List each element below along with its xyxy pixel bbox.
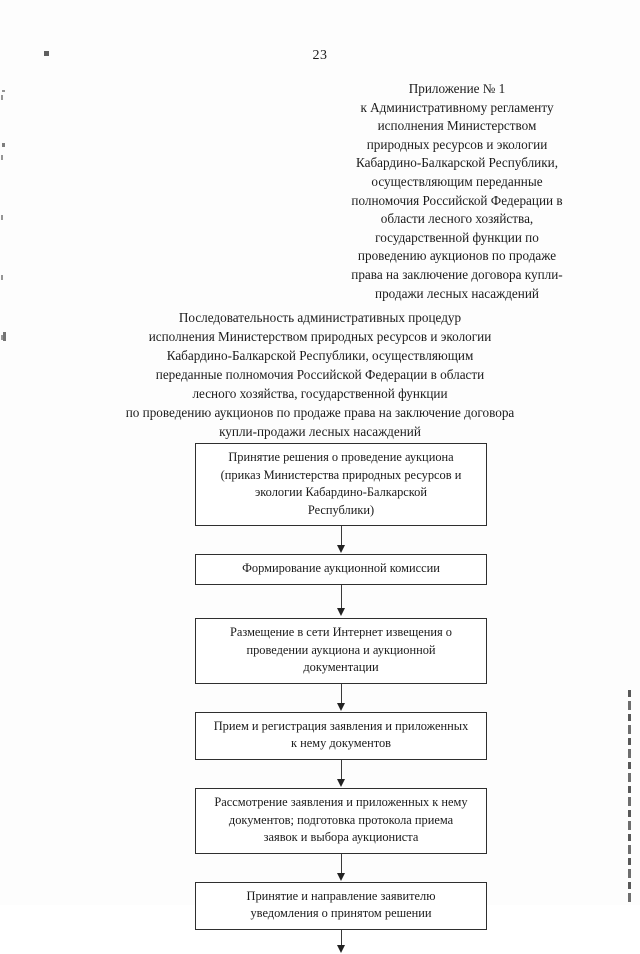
node-line: Прием и регистрация заявления и приложен…	[213, 718, 469, 733]
appendix-header-block: Приложение № 1 к Административному регла…	[328, 80, 586, 303]
node-line: заявок и выбора аукциониста	[263, 830, 419, 845]
flow-connector-arrow	[195, 683, 487, 712]
arrowhead-icon	[336, 872, 345, 881]
title-line: переданные полномочия Российской Федерац…	[155, 367, 485, 382]
node-line: уведомления о принятом решении	[250, 906, 432, 921]
node-line: Принятие и направление заявителю	[246, 888, 436, 903]
appendix-line: природных ресурсов и экологии	[366, 136, 548, 152]
title-line: лесного хозяйства, государственной функц…	[192, 386, 448, 401]
appendix-line: государственной функции по	[375, 229, 539, 245]
flowchart-node-receive-and-register-application: Прием и регистрация заявления и приложен…	[195, 711, 487, 760]
flowchart-node-notify-applicant-of-decision: Принятие и направление заявителю уведомл…	[195, 881, 487, 930]
node-line: документации	[303, 660, 379, 675]
title-line: Последовательность административных проц…	[178, 310, 462, 325]
title-line: Кабардино-Балкарской Республики, осущест…	[166, 348, 474, 363]
title-line: купли-продажи лесных насаждений	[219, 424, 421, 439]
scan-speck	[3, 332, 6, 341]
appendix-line: Кабардино-Балкарской Республики,	[355, 155, 559, 171]
node-line: документов; подготовка протокола приема	[228, 812, 454, 827]
node-line: Рассмотрение заявления и приложенных к н…	[214, 794, 468, 809]
node-line: к нему документов	[290, 736, 392, 751]
arrowhead-icon	[336, 702, 345, 711]
flow-connector-arrow	[195, 526, 487, 554]
flow-connector-arrow	[195, 853, 487, 882]
title-line: исполнения Министерством природных ресур…	[148, 329, 492, 344]
node-line: Формирование аукционной комиссии	[242, 561, 440, 576]
connector-line	[340, 853, 342, 876]
flowchart-node-publish-notice-online: Размещение в сети Интернет извещения о п…	[195, 617, 487, 684]
appendix-line: продажи лесных насаждений	[375, 285, 539, 301]
scan-edge-artifact-left	[1, 40, 3, 340]
flowchart-node-review-application-and-protocol: Рассмотрение заявления и приложенных к н…	[195, 787, 487, 854]
node-line: Размещение в сети Интернет извещения о	[229, 624, 453, 639]
appendix-line: проведению аукционов по продаже	[357, 248, 557, 264]
node-line: проведении аукциона и аукционной	[246, 642, 436, 657]
appendix-line: полномочия Российской Федерации в	[351, 192, 563, 208]
arrowhead-icon	[336, 545, 345, 554]
flowchart-node-form-auction-commission: Формирование аукционной комиссии	[195, 554, 487, 585]
scan-edge-artifact-right	[628, 690, 631, 905]
appendix-line: к Административному регламенту	[360, 99, 554, 115]
arrowhead-icon	[336, 944, 345, 953]
connector-line	[340, 526, 342, 549]
page-number: 23	[312, 48, 328, 63]
appendix-line: права на заключение договора купли-	[351, 266, 563, 282]
title-line: по проведению аукционов по продаже права…	[125, 405, 515, 420]
scan-speck	[44, 51, 49, 56]
flow-connector-arrow	[195, 584, 487, 618]
node-line: (приказ Министерства природных ресурсов …	[220, 467, 462, 482]
arrowhead-icon	[336, 607, 345, 616]
flowchart-node-decision-to-hold-auction: Принятие решения о проведение аукциона (…	[195, 443, 487, 527]
arrowhead-icon	[336, 778, 345, 787]
flowchart: Принятие решения о проведение аукциона (…	[195, 443, 487, 954]
appendix-line: области лесного хозяйства,	[380, 211, 534, 227]
connector-line	[340, 759, 342, 782]
connector-line	[340, 683, 342, 706]
flow-connector-arrow-trailing	[195, 929, 487, 954]
appendix-line: осуществляющим переданные	[371, 173, 543, 189]
flow-connector-arrow	[195, 759, 487, 788]
appendix-line: исполнения Министерством	[377, 118, 537, 134]
document-page: 23 Приложение № 1 к Административному ре…	[1, 40, 631, 953]
node-line: Республики)	[307, 502, 375, 517]
connector-line	[340, 584, 342, 611]
scan-speck	[2, 143, 5, 147]
appendix-line: Приложение № 1	[408, 81, 506, 96]
scan-speck	[2, 90, 5, 92]
document-title-block: Последовательность административных проц…	[60, 308, 580, 441]
node-line: экологии Кабардино-Балкарской	[254, 485, 428, 500]
node-line: Принятие решения о проведение аукциона	[228, 450, 454, 464]
